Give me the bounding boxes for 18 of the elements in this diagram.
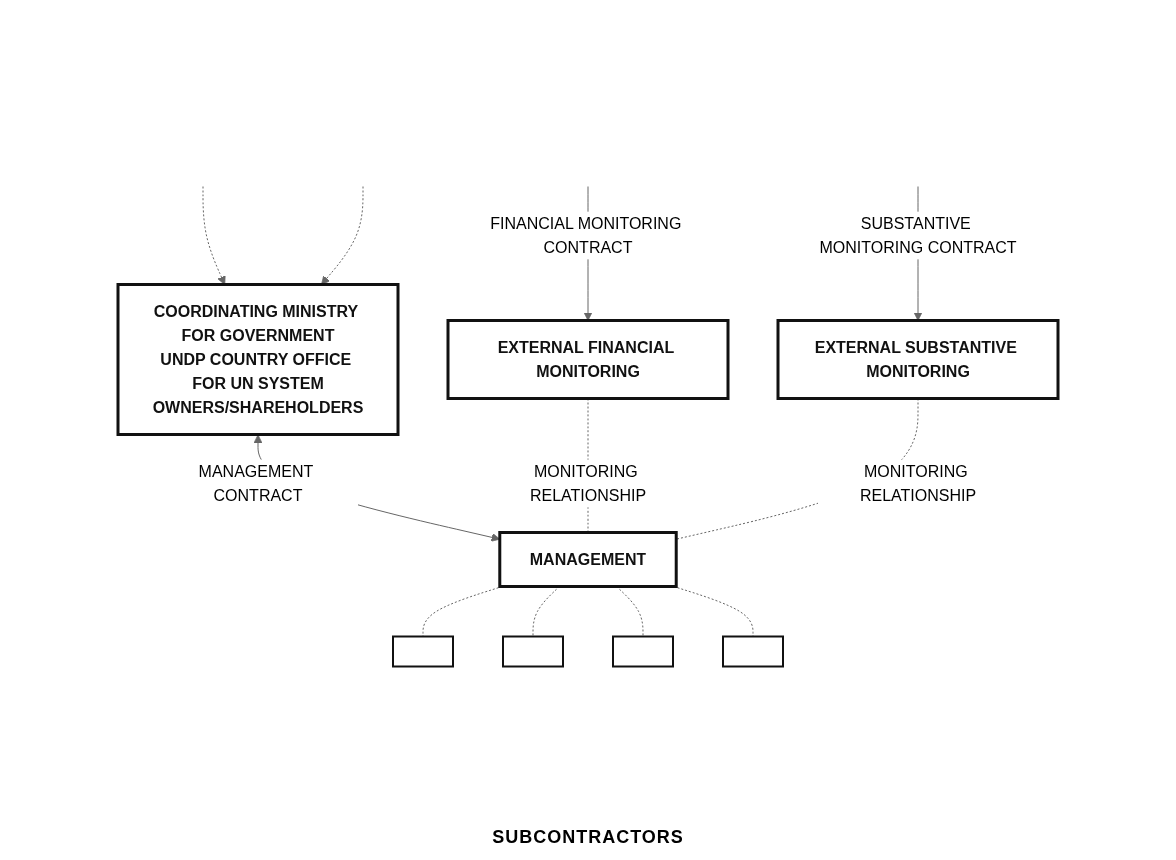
node-box	[392, 635, 454, 668]
connector	[532, 586, 560, 637]
node-box: EXTERNAL FINANCIAL MONITORING	[446, 319, 730, 400]
arrow	[202, 186, 226, 285]
node-box	[502, 635, 564, 668]
edge-label: MONITORING RELATIONSHIP	[859, 462, 977, 504]
edge-label: MONITORING RELATIONSHIP	[529, 462, 647, 504]
node-box: EXTERNAL SUBSTANTIVE MONITORING	[776, 319, 1060, 400]
arrow	[321, 186, 364, 285]
connector	[616, 586, 644, 637]
node-box: COORDINATING MINISTRY FOR GOVERNMENT UNDP COUNTRY OFFICE FOR UN SYSTEM OWNERS/SHAREHOLDERS	[116, 283, 400, 436]
node-box	[722, 635, 784, 668]
node-box	[612, 635, 674, 668]
caption-text: SUBCONTRACTORS	[492, 827, 684, 847]
edge-label: FINANCIAL MONITORING CONTRACT	[490, 214, 682, 256]
node-box: MANAGEMENT	[498, 531, 678, 588]
edge-label: SUBSTANTIVE MONITORING CONTRACT	[819, 214, 1017, 256]
edge-label: MANAGEMENT CONTRACT	[198, 462, 313, 504]
